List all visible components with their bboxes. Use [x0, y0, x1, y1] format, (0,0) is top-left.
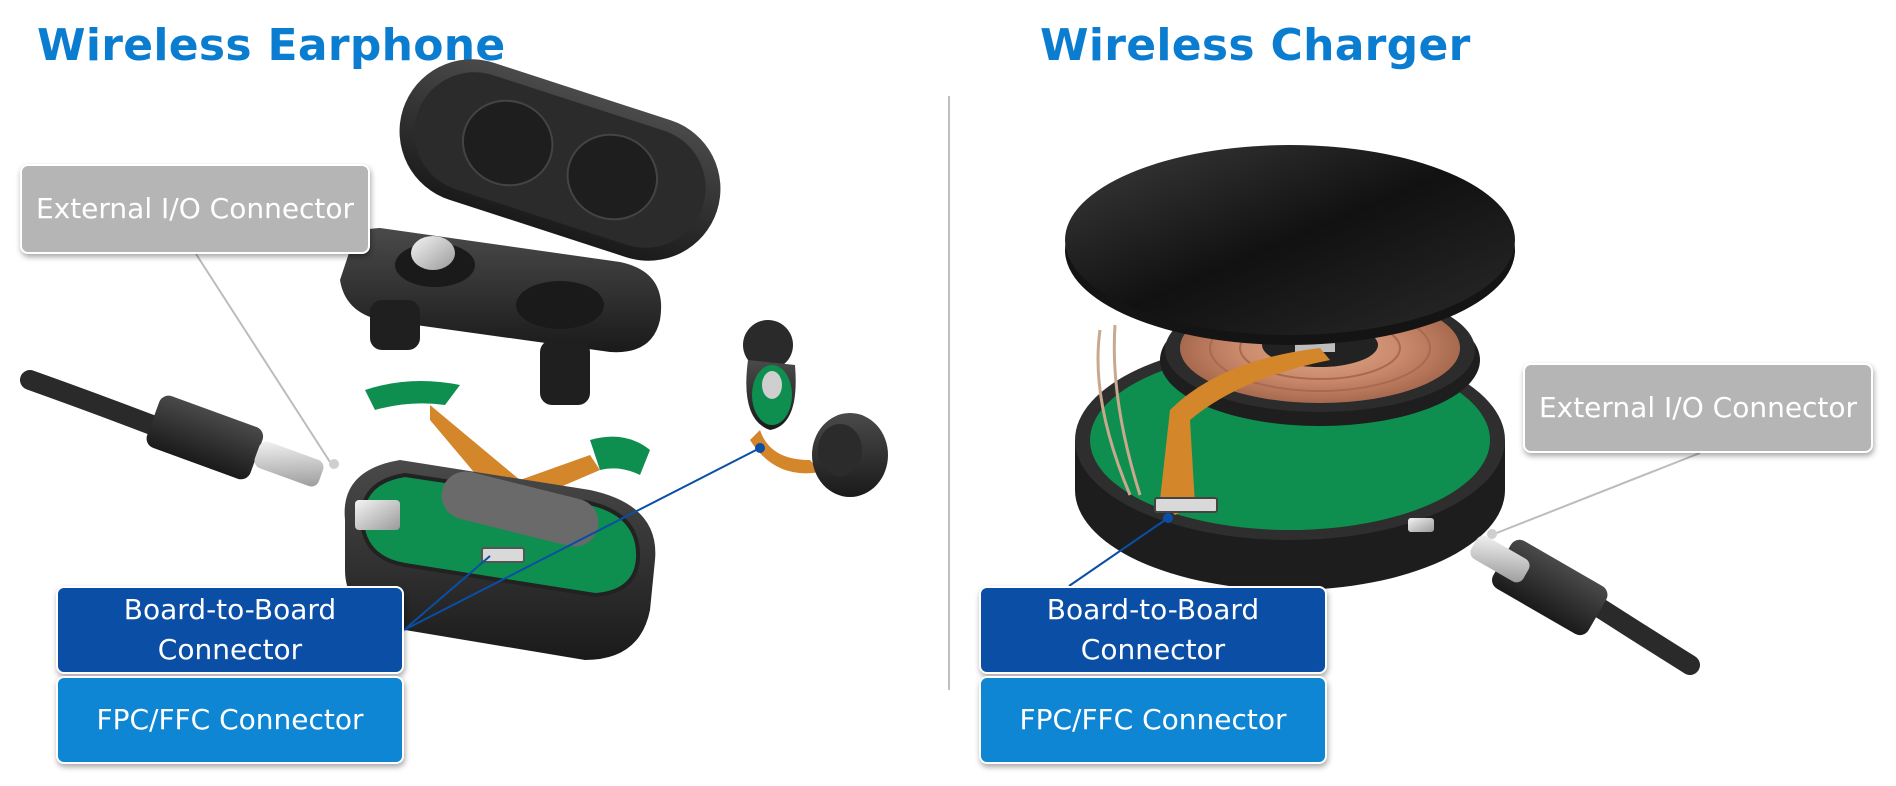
- charger-top-cover: [1065, 145, 1515, 345]
- leader-external-io-left: [195, 253, 331, 463]
- usb-c-cable-right: [1470, 535, 1700, 675]
- earphone-illustration: [20, 59, 888, 660]
- external-io-connector-label-left: External I/O Connector: [20, 164, 370, 254]
- leader-b2b-left-b: [403, 447, 761, 631]
- leader-dot-b2b-left: [755, 443, 765, 453]
- leader-dot-external-io-right: [1487, 529, 1497, 539]
- leader-dot-external-io-left: [329, 459, 339, 469]
- earphone-title: Wireless Earphone: [37, 20, 506, 71]
- case-bottom: [344, 460, 656, 660]
- board-to-board-connector-label-left: Board-to-Board Connector: [56, 586, 404, 674]
- leader-b2b-right: [1068, 517, 1169, 587]
- charger-flex-cable: [1096, 324, 1330, 515]
- leader-dot-b2b-right: [1163, 513, 1173, 523]
- leader-b2b-left-a: [403, 555, 491, 631]
- charger-illustration: [1065, 145, 1700, 675]
- case-lid: [399, 59, 721, 261]
- external-io-connector-label-right: External I/O Connector: [1523, 363, 1873, 453]
- charger-title: Wireless Charger: [1040, 20, 1471, 71]
- earbud: [743, 320, 888, 497]
- section-divider: [948, 96, 950, 690]
- case-tray: [340, 228, 662, 405]
- board-to-board-connector-label-right: Board-to-Board Connector: [979, 586, 1327, 674]
- fpc-ffc-connector-label-left: FPC/FFC Connector: [56, 676, 404, 764]
- fpc-ffc-connector-label-right: FPC/FFC Connector: [979, 676, 1327, 764]
- leader-external-io-right: [1493, 452, 1701, 535]
- usb-c-cable-left: [20, 370, 324, 487]
